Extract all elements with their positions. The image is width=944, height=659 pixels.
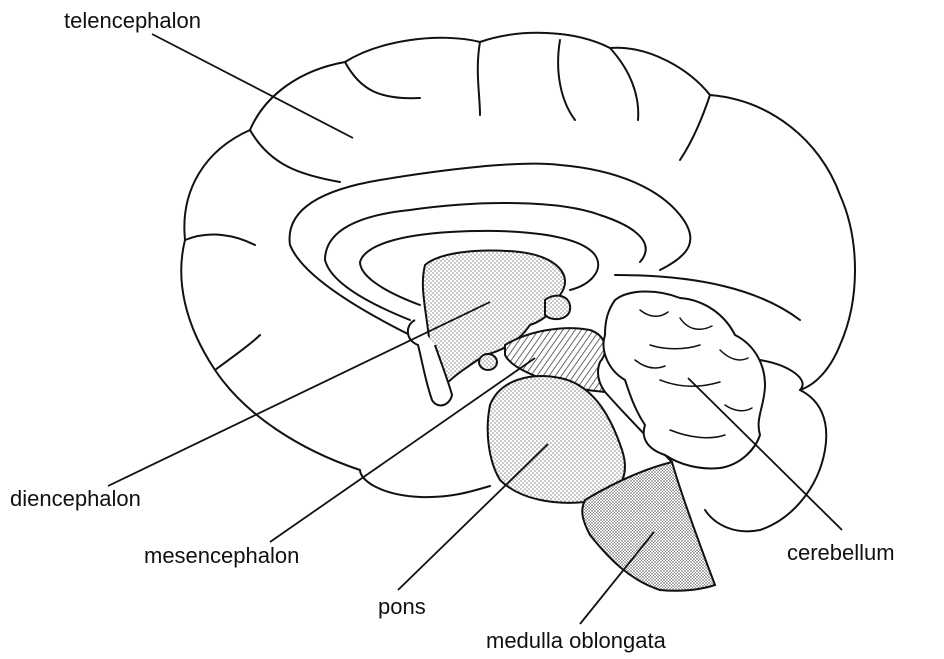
- mammillary-body: [479, 354, 497, 370]
- label-medulla-oblongata: medulla oblongata: [486, 630, 666, 652]
- label-cerebellum: cerebellum: [787, 542, 895, 564]
- cortex-bottom: [360, 470, 490, 497]
- label-telencephalon: telencephalon: [64, 10, 201, 32]
- pineal-structure: [545, 296, 570, 319]
- label-diencephalon: diencephalon: [10, 488, 141, 510]
- label-mesencephalon: mesencephalon: [144, 545, 299, 567]
- leader-pons: [398, 444, 548, 590]
- cerebellum-region: [604, 292, 765, 469]
- label-pons: pons: [378, 596, 426, 618]
- leader-telencephalon: [152, 34, 353, 138]
